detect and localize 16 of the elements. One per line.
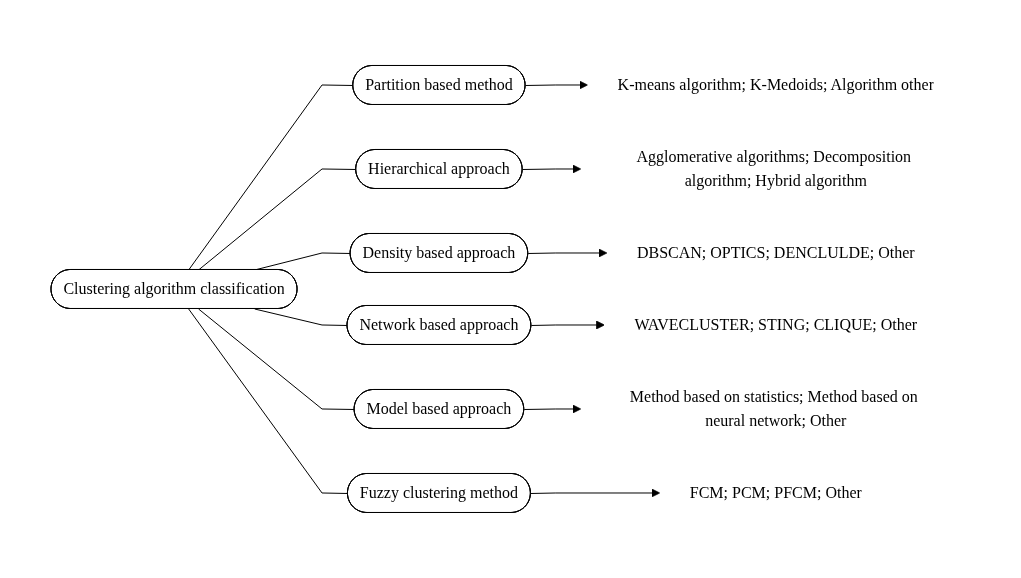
arrow (524, 80, 588, 90)
arrow (529, 488, 660, 498)
arrow (527, 248, 607, 258)
arrow (521, 164, 581, 174)
node-text: Agglomerative algorithms; Decomposition algorithm; Hybrid algorithm (636, 148, 911, 189)
connector (187, 84, 354, 271)
arrow (523, 404, 581, 414)
node-text: WAVECLUSTER; STING; CLIQUE; Other (633, 315, 917, 333)
node-text: Method based on statistics; Method based on neural network; Other (629, 387, 918, 429)
node-text: K-means algorithm; K-Medoids; Algorithm other (617, 76, 934, 93)
arrow (530, 320, 605, 330)
connector (187, 308, 349, 494)
node-text: DBSCAN; OPTICS; DENCLULDE; Other (636, 243, 915, 261)
node-text: FCM; PCM; PFCM; Other (689, 483, 862, 501)
connector (197, 168, 357, 271)
connector (197, 308, 355, 410)
